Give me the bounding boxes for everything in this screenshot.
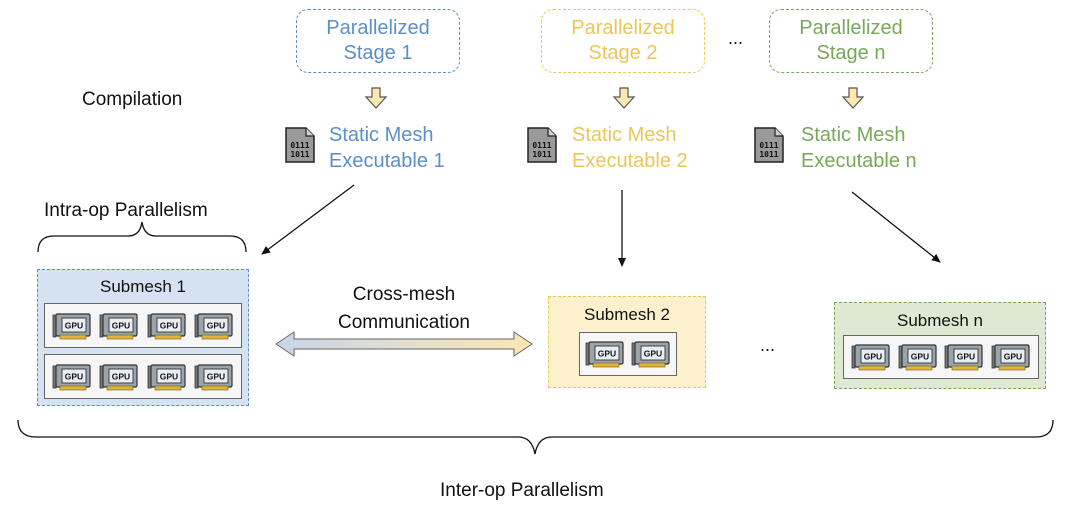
svg-text:GPU: GPU (910, 352, 928, 362)
submesh-1-gpu-row: GPU GPU GPU GPU (44, 303, 242, 348)
executable-1-line1: Static Mesh (329, 124, 434, 146)
icon-bits-top: 0111 (532, 141, 551, 150)
gpu-icon: GPU (147, 311, 187, 341)
cross-mesh-line2: Communication (338, 312, 470, 333)
submesh-2-gpu-row: GPU GPU (579, 332, 677, 376)
svg-text:GPU: GPU (112, 371, 130, 381)
gpu-icon: GPU (147, 362, 187, 392)
executable-n-to-submesh-n-arrow (851, 191, 941, 263)
down-arrow-icon (841, 87, 865, 109)
executable-1-to-submesh-1-arrow (261, 184, 355, 255)
icon-bits-bottom: 1011 (532, 150, 551, 159)
down-arrow-icon (364, 87, 388, 109)
submesh-n-title: Submesh n (897, 311, 983, 330)
gpu-icon: GPU (991, 342, 1031, 372)
icon-bits-top: 0111 (759, 141, 778, 150)
submesh-1-title: Submesh 1 (100, 277, 186, 296)
svg-text:GPU: GPU (112, 320, 130, 330)
down-arrow-icon (612, 87, 636, 109)
submesh-2-title: Submesh 2 (584, 305, 670, 324)
submesh-2: Submesh 2 GPU GPU (548, 296, 706, 388)
stage-1-line2: Stage 1 (343, 42, 413, 64)
executable-1-label: Static Mesh Executable 1 (329, 122, 445, 174)
svg-text:GPU: GPU (159, 320, 177, 330)
gpu-icon: GPU (52, 362, 92, 392)
inter-op-parallelism-label: Inter-op Parallelism (440, 480, 604, 501)
gpu-icon: GPU (898, 342, 938, 372)
svg-text:GPU: GPU (65, 371, 83, 381)
submesh-1: Submesh 1 GPU GPU GPU GPU GPU GPU GPU GPU (37, 269, 249, 406)
executable-2-label: Static Mesh Executable 2 (572, 122, 688, 174)
compilation-label: Compilation (82, 89, 183, 110)
executable-2-line2: Executable 2 (572, 150, 688, 172)
binary-file-icon: 0111 1011 (527, 127, 557, 163)
cross-mesh-double-arrow (275, 331, 533, 357)
icon-bits-bottom: 1011 (759, 150, 778, 159)
gpu-icon: GPU (631, 339, 671, 369)
intra-op-brace (37, 221, 247, 253)
inter-op-brace (17, 419, 1054, 455)
svg-text:GPU: GPU (643, 349, 661, 359)
svg-text:GPU: GPU (1004, 352, 1022, 362)
binary-file-icon: 0111 1011 (285, 127, 315, 163)
svg-text:GPU: GPU (207, 320, 225, 330)
stage-1-line1: Parallelized (326, 17, 430, 39)
gpu-icon: GPU (194, 362, 234, 392)
stage-1-box: Parallelized Stage 1 (296, 9, 460, 73)
intra-op-parallelism-label: Intra-op Parallelism (44, 200, 208, 221)
stage-2-line2: Stage 2 (588, 42, 658, 64)
stage-n-line2: Stage n (816, 42, 886, 64)
svg-text:GPU: GPU (864, 352, 882, 362)
stage-2-box: Parallelized Stage 2 (541, 9, 705, 73)
stage-2-line1: Parallelized (571, 17, 675, 39)
gpu-icon: GPU (99, 311, 139, 341)
cross-mesh-label: Cross-mesh Communication (296, 281, 512, 337)
submesh-n: Submesh n GPU GPU GPU GPU (834, 302, 1046, 389)
executable-n-label: Static Mesh Executable n (801, 122, 917, 174)
svg-text:GPU: GPU (159, 371, 177, 381)
executable-n-line2: Executable n (801, 150, 917, 172)
icon-bits-bottom: 1011 (290, 150, 309, 159)
svg-text:GPU: GPU (598, 349, 616, 359)
gpu-icon: GPU (99, 362, 139, 392)
gpu-icon: GPU (194, 311, 234, 341)
gpu-icon: GPU (944, 342, 984, 372)
icon-bits-top: 0111 (290, 141, 309, 150)
binary-file-icon: 0111 1011 (754, 127, 784, 163)
executable-1-line2: Executable 1 (329, 150, 445, 172)
gpu-icon: GPU (585, 339, 625, 369)
cross-mesh-line1: Cross-mesh (352, 284, 456, 305)
stage-n-box: Parallelized Stage n (769, 9, 933, 73)
submesh-ellipsis: ... (760, 335, 776, 355)
stage-ellipsis: ... (728, 28, 744, 48)
executable-2-line1: Static Mesh (572, 124, 677, 146)
gpu-icon: GPU (851, 342, 891, 372)
svg-text:GPU: GPU (957, 352, 975, 362)
svg-text:GPU: GPU (207, 371, 225, 381)
executable-n-line1: Static Mesh (801, 124, 906, 146)
svg-text:GPU: GPU (65, 320, 83, 330)
submesh-1-gpu-row: GPU GPU GPU GPU (44, 354, 242, 399)
gpu-icon: GPU (52, 311, 92, 341)
submesh-n-gpu-row: GPU GPU GPU GPU (843, 335, 1039, 379)
stage-n-line1: Parallelized (799, 17, 903, 39)
